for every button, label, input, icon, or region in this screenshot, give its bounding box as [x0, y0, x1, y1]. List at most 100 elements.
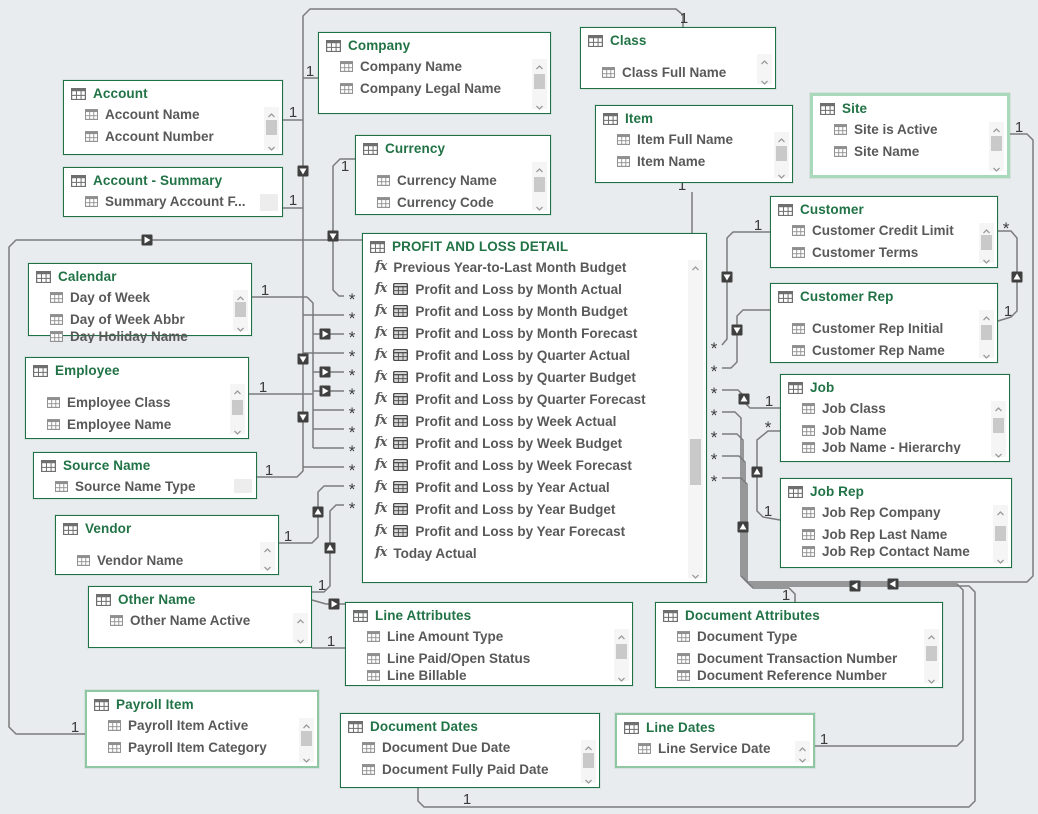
scroll-down-button[interactable] — [989, 161, 1004, 173]
table-header-document-dates[interactable]: Document Dates — [341, 714, 599, 735]
filter-direction-up-icon[interactable] — [737, 521, 749, 533]
field-row[interactable]: Payroll Item Category — [87, 736, 317, 758]
field-row[interactable]: Day of Week — [29, 286, 251, 308]
field-row[interactable]: Document Transaction Number — [656, 647, 942, 669]
measure-row[interactable]: fx Profit and Loss by Quarter Budget — [363, 366, 706, 388]
field-row[interactable]: Day of Week Abbr — [29, 308, 251, 330]
measure-row[interactable]: fx Profit and Loss by Month Forecast — [363, 322, 706, 344]
table-calendar[interactable]: Calendar Day of Week Day of Week Abbr Da… — [28, 263, 252, 343]
table-header-other-name[interactable]: Other Name — [89, 587, 311, 608]
field-row[interactable]: Summary Account F... — [64, 190, 282, 212]
filter-direction-up-icon[interactable] — [312, 506, 324, 518]
filter-direction-down-icon[interactable] — [297, 353, 309, 365]
field-row[interactable]: Document Due Date — [341, 736, 599, 758]
field-list-scrollbar[interactable] — [581, 740, 596, 785]
field-row[interactable]: Job Rep Company — [781, 501, 1011, 523]
scrollbar-thumb[interactable] — [534, 177, 545, 192]
filter-direction-right-icon[interactable] — [328, 598, 340, 610]
field-row[interactable] — [771, 306, 997, 317]
scroll-down-button[interactable] — [924, 673, 939, 685]
scroll-down-button[interactable] — [795, 752, 810, 764]
scroll-down-button[interactable] — [581, 773, 596, 785]
field-list-scrollbar[interactable] — [293, 613, 308, 644]
scroll-up-button[interactable] — [532, 59, 547, 71]
table-vendor[interactable]: Vendor Vendor Name — [55, 515, 279, 575]
scrollbar-thumb[interactable] — [583, 753, 594, 768]
scroll-down-button[interactable] — [532, 200, 547, 212]
field-row[interactable]: Currency Name — [356, 169, 550, 191]
scrollbar-thumb[interactable] — [690, 439, 701, 485]
scroll-up-button[interactable] — [979, 310, 994, 322]
table-document-attributes[interactable]: Document Attributes Document Type Docume… — [655, 602, 943, 688]
field-row[interactable]: Site Name — [813, 140, 1007, 162]
scroll-down-button[interactable] — [260, 560, 275, 572]
scrollbar-thumb[interactable] — [991, 136, 1002, 151]
scroll-up-button[interactable] — [264, 107, 279, 119]
measure-row[interactable]: fx Profit and Loss by Quarter Forecast — [363, 388, 706, 410]
table-company[interactable]: Company Company Name Company Legal Name — [318, 32, 551, 114]
field-row[interactable]: Other Name Active — [89, 609, 311, 631]
field-row[interactable]: Line Amount Type — [346, 625, 632, 647]
table-payroll-item[interactable]: Payroll Item Payroll Item Active Payroll… — [85, 690, 319, 768]
field-row[interactable]: Account Name — [64, 103, 282, 125]
field-row[interactable]: Customer Rep Name — [771, 339, 997, 361]
field-row[interactable]: Vendor Name — [56, 549, 278, 571]
field-row[interactable]: Document Reference Number — [656, 669, 942, 682]
field-row[interactable]: Line Paid/Open Status — [346, 647, 632, 669]
filter-direction-down-icon[interactable] — [721, 271, 733, 283]
field-list-scrollbar[interactable] — [924, 629, 939, 685]
filter-direction-down-icon[interactable] — [297, 411, 309, 423]
table-item[interactable]: Item Item Full Name Item Name — [595, 105, 793, 183]
field-row[interactable]: Line Billable — [346, 669, 632, 682]
filter-direction-left-icon[interactable] — [849, 580, 861, 592]
scroll-up-button[interactable] — [233, 290, 248, 302]
scroll-up-button[interactable] — [979, 223, 994, 235]
table-header-vendor[interactable]: Vendor — [56, 516, 278, 537]
field-list-scrollbar[interactable] — [234, 479, 252, 493]
table-header-site[interactable]: Site — [813, 96, 1007, 117]
field-list-scrollbar[interactable] — [989, 122, 1004, 173]
table-header-line-attributes[interactable]: Line Attributes — [346, 603, 632, 624]
relationship-line-document-attributes-loop[interactable] — [722, 477, 796, 602]
filter-direction-right-icon[interactable] — [141, 234, 153, 246]
scrollbar-thumb[interactable] — [301, 731, 312, 746]
field-row[interactable]: Company Legal Name — [319, 77, 550, 99]
relationship-line-currency-link[interactable] — [332, 158, 355, 297]
scrollbar-thumb[interactable] — [266, 120, 277, 135]
field-row[interactable]: Item Full Name — [596, 128, 792, 150]
field-row[interactable]: Customer Terms — [771, 241, 997, 263]
field-list-scrollbar[interactable] — [299, 718, 314, 764]
scroll-down-button[interactable] — [299, 752, 314, 764]
scroll-up-button[interactable] — [774, 132, 789, 144]
relationship-line-class-trunk[interactable] — [302, 8, 684, 467]
filter-direction-up-icon[interactable] — [751, 466, 763, 478]
filter-direction-right-icon[interactable] — [319, 385, 331, 397]
field-list-scrollbar[interactable] — [991, 401, 1006, 458]
filter-direction-right-icon[interactable] — [319, 366, 331, 378]
field-row[interactable]: Class Full Name — [581, 61, 775, 83]
scroll-down-button[interactable] — [979, 253, 994, 265]
scroll-up-button[interactable] — [581, 740, 596, 752]
measure-row[interactable]: fx Profit and Loss by Week Forecast — [363, 454, 706, 476]
relationship-line-customer-rep-link[interactable] — [722, 309, 770, 369]
field-row[interactable] — [56, 538, 278, 549]
field-row[interactable]: Job Rep Last Name — [781, 523, 1011, 545]
filter-direction-up-icon[interactable] — [324, 542, 336, 554]
scroll-up-button[interactable] — [924, 629, 939, 641]
table-customer-rep[interactable]: Customer Rep Customer Rep Initial Custom… — [770, 283, 998, 363]
measure-row[interactable]: fx Profit and Loss by Quarter Actual — [363, 344, 706, 366]
field-list-scrollbar[interactable] — [979, 310, 994, 359]
scrollbar-thumb[interactable] — [235, 302, 246, 317]
filter-direction-right-icon[interactable] — [319, 328, 331, 340]
measure-row[interactable]: fx Profit and Loss by Month Budget — [363, 300, 706, 322]
table-customer[interactable]: Customer Customer Credit Limit Customer … — [770, 196, 998, 268]
field-row[interactable] — [581, 50, 775, 61]
scrollbar-thumb[interactable] — [993, 418, 1004, 433]
relationship-line-customer-link[interactable] — [721, 231, 770, 346]
field-list-scrollbar[interactable] — [979, 223, 994, 265]
table-line-attributes[interactable]: Line Attributes Line Amount Type Line Pa… — [345, 602, 633, 686]
field-row[interactable] — [356, 158, 550, 169]
